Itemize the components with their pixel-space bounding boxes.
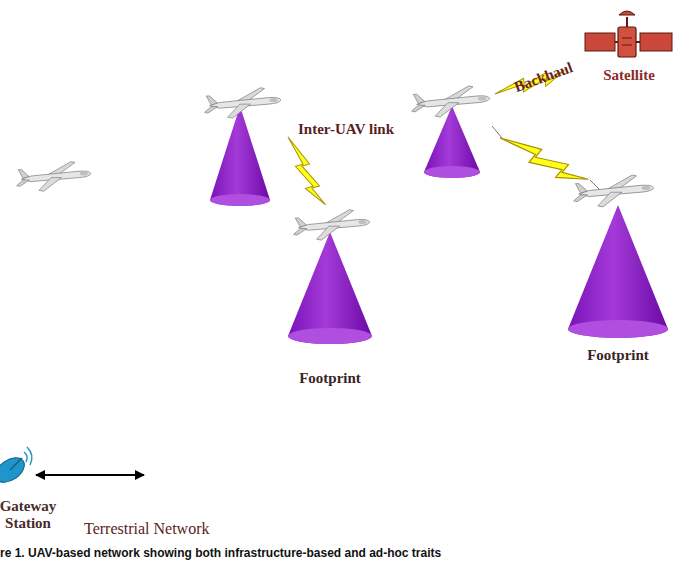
lightning-bolt [280,134,331,209]
footprint-cone [568,205,668,338]
signal-wave [27,447,32,465]
terrestrial-arrow [36,474,144,476]
annotation-label: Inter-UAV link [298,121,394,138]
uav-aircraft [205,88,281,118]
panel-arm [615,41,640,43]
footprint-base [288,328,372,344]
uav-aircraft [574,175,654,207]
gateway-node: Gateway Station [0,440,64,536]
link-line [590,180,600,190]
footprint-cone [288,232,372,344]
uav-aircraft [17,162,91,192]
footprint-base [210,194,270,206]
footprint-node: Footprint [285,232,375,392]
lightning-bolt [493,65,567,103]
footprint-cone [210,106,270,206]
annotation-label: Terrestrial Network [84,520,210,538]
node-shape [0,440,64,490]
node-shape [583,5,673,61]
node-shape [285,232,375,346]
footprint-base [568,320,668,338]
lightning-bolt [495,131,592,190]
satellite-dish [619,11,635,15]
satellite-mast [626,17,628,27]
satellite-body [618,27,636,57]
footprint-base [424,166,480,178]
figure-caption: re 1. UAV-based network showing both inf… [0,546,441,560]
footprint-cone [424,106,480,178]
annotation-label: Backhaul [512,59,575,96]
node-label: Footprint [566,347,670,364]
node-label: Satellite [583,67,673,84]
uav-aircraft [294,210,370,240]
body-detail [622,45,632,46]
solar-panel [640,33,672,51]
dish-feed [10,458,22,470]
node-label: Gateway Station [0,498,64,532]
solar-panel [585,33,615,51]
uav-aircraft [412,86,490,117]
node-label: Footprint [285,370,375,387]
footprint-node: Footprint [566,205,670,370]
satellite-node: Satellite [583,5,673,95]
signal-wave [24,452,27,462]
link-line [492,126,502,138]
node-shape [566,205,670,340]
body-detail [622,38,632,39]
gateway-dish [0,453,29,488]
